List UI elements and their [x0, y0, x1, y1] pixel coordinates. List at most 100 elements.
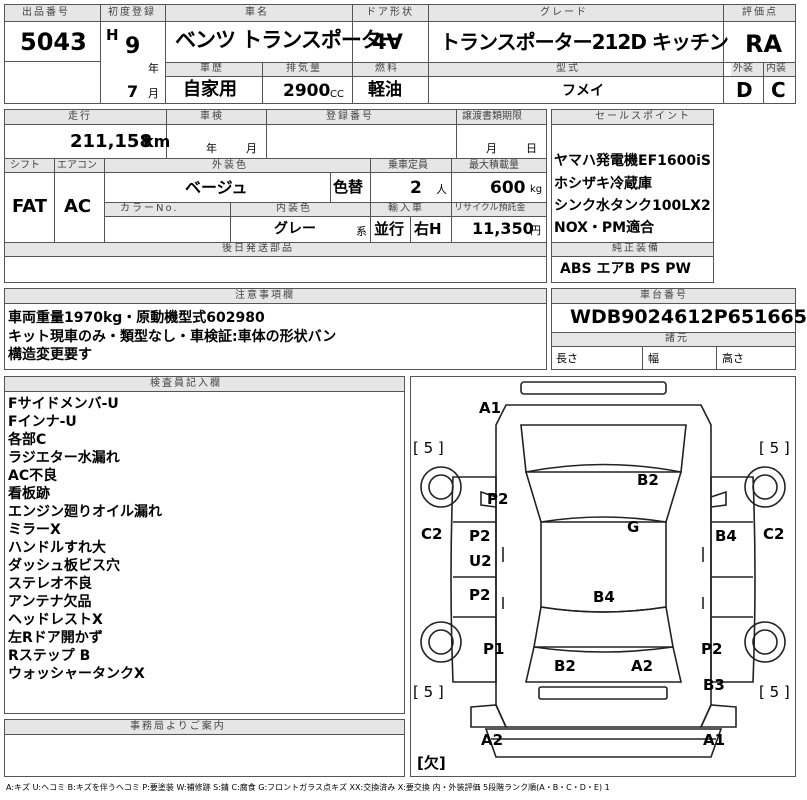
kei-unit: 系: [356, 225, 367, 238]
lot-label: 出品番号: [22, 7, 70, 18]
inspection-label: 車検: [200, 111, 224, 122]
note-line: キット現車のみ・類型なし・車検証:車体の形状バン: [8, 329, 337, 345]
capacity: 2: [410, 178, 422, 198]
header-block: [4, 4, 796, 104]
height-label: 高さ: [722, 352, 744, 365]
sales-line: シンク水タンク100LX2: [554, 198, 711, 214]
missing-mark: [欠]: [417, 754, 446, 772]
recycle-fee: 11,350: [472, 219, 534, 238]
office-label: 事務局よりご案内: [130, 721, 226, 732]
inspector-block: [4, 376, 405, 714]
notes-label: 注意事項欄: [235, 290, 295, 301]
inspection-month-unit: 月: [246, 142, 257, 155]
ac-label: エアコン: [57, 160, 97, 171]
note-line: 車両重量1970kg・原動機型式602980: [8, 310, 265, 326]
chassis-label: 車台番号: [640, 290, 688, 301]
km-unit: km: [143, 132, 171, 151]
ext-color-label: 外装色: [212, 160, 248, 171]
damage-p2-left-rear: P2: [469, 586, 491, 604]
damage-a2-rear: A2: [631, 657, 654, 675]
inspection-year-unit: 年: [206, 142, 217, 155]
inspector-line: Fインナ-U: [8, 414, 77, 430]
van-outline: [420, 381, 786, 758]
displacement: 2900: [283, 81, 331, 101]
inspector-line: ラジエター水漏れ: [8, 450, 120, 466]
door-type: 4V: [372, 30, 403, 54]
equipment-label: 純正装備: [612, 243, 660, 254]
damage-u2-left: U2: [469, 552, 492, 570]
ext-color: ベージュ: [185, 178, 248, 197]
era: H: [106, 26, 119, 44]
damage-a1-bottom: A1: [703, 731, 726, 749]
inspector-line: 看板跡: [8, 486, 50, 502]
inspector-line: ミラーX: [8, 522, 61, 538]
inspector-line: AC不良: [8, 468, 58, 484]
length-label: 長さ: [556, 352, 578, 365]
damage-a1-front: A1: [479, 399, 502, 417]
inspector-line: エンジン廻りオイル漏れ: [8, 504, 162, 520]
steering: 右H: [414, 220, 442, 238]
lot-number: 5043: [20, 28, 87, 56]
chassis-block: [551, 288, 796, 370]
year-unit: 年: [148, 62, 159, 75]
person-unit: 人: [436, 183, 447, 196]
damage-p1: P1: [483, 640, 505, 658]
model-label: 型式: [556, 63, 580, 74]
damage-c2-right: C2: [763, 525, 785, 543]
load-label: 最大積載量: [469, 160, 519, 171]
history: 自家用: [183, 79, 237, 100]
inspector-line: Rステップ B: [8, 648, 91, 664]
damage-c2-left: C2: [421, 525, 443, 543]
reg-month: 7: [127, 82, 139, 101]
color-no-label: カラーNo.: [120, 203, 179, 214]
inspector-line: 各部C: [8, 432, 47, 448]
int-color: グレー: [274, 221, 316, 237]
shift-label: シフト: [10, 160, 40, 171]
yen-unit: 円: [530, 224, 541, 237]
tire-front-right: [ 5 ]: [759, 439, 790, 457]
damage-b4-right: B4: [715, 527, 737, 545]
inspector-line: ヘッドレストX: [8, 612, 103, 628]
damage-p2-right-rear: P2: [701, 640, 723, 658]
chassis-number: WDB9024612P651665: [570, 306, 807, 328]
legend: A:キズ U:ヘコミ B:キズを伴うヘコミ P:要塗装 W:補修跡 S:錆 C:…: [6, 783, 610, 792]
details-block: [4, 109, 547, 283]
int-grade-label: 内装: [766, 63, 786, 74]
inspector-label: 検査員記入欄: [150, 378, 222, 389]
damage-b3: B3: [703, 676, 725, 694]
dims-label: 諸元: [665, 333, 689, 344]
width-label: 幅: [648, 352, 659, 365]
displacement-label: 排気量: [286, 63, 322, 74]
model: フメイ: [562, 83, 604, 99]
header-band-2: [165, 62, 723, 76]
mileage: 211,158: [70, 131, 152, 152]
ext-grade: D: [736, 78, 753, 102]
capacity-label: 乗車定員: [388, 160, 428, 171]
repaint: 色替: [333, 178, 364, 196]
inspector-line: ウォッシャータンクX: [8, 666, 145, 682]
import-type: 並行: [374, 220, 405, 238]
ext-grade-label: 外装: [733, 63, 753, 74]
rating-score: RA: [745, 30, 783, 58]
door-label: ドア形状: [366, 7, 414, 18]
sales-block: [551, 109, 714, 283]
parts-label: 後日発送部品: [222, 243, 294, 254]
history-label: 車歴: [200, 63, 224, 74]
office-block: [4, 719, 405, 777]
car-name: ベンツ トランスポーター: [175, 28, 402, 52]
grade: トランスポーター212D キッチン: [440, 30, 729, 54]
rating-label: 評価点: [742, 7, 778, 18]
first-reg-label: 初度登録: [108, 7, 156, 18]
notes-block: [4, 288, 547, 370]
equipment: ABS エアB PS PW: [560, 261, 691, 277]
header-band: [5, 5, 723, 21]
damage-a2-bottom: A2: [481, 731, 504, 749]
damage-diagram: A1 [ 5 ] [ 5 ] B2 P2 G C2 C2 P2 B4 U2 P2…: [410, 376, 796, 777]
tire-front-left: [ 5 ]: [413, 439, 444, 457]
load: 600: [490, 178, 526, 198]
sales-line: NOX・PM適合: [554, 220, 655, 236]
fuel-label: 燃料: [375, 63, 399, 74]
cc-unit: CC: [330, 89, 344, 100]
transfer-day: 日: [526, 142, 537, 155]
fuel: 軽油: [368, 80, 402, 100]
